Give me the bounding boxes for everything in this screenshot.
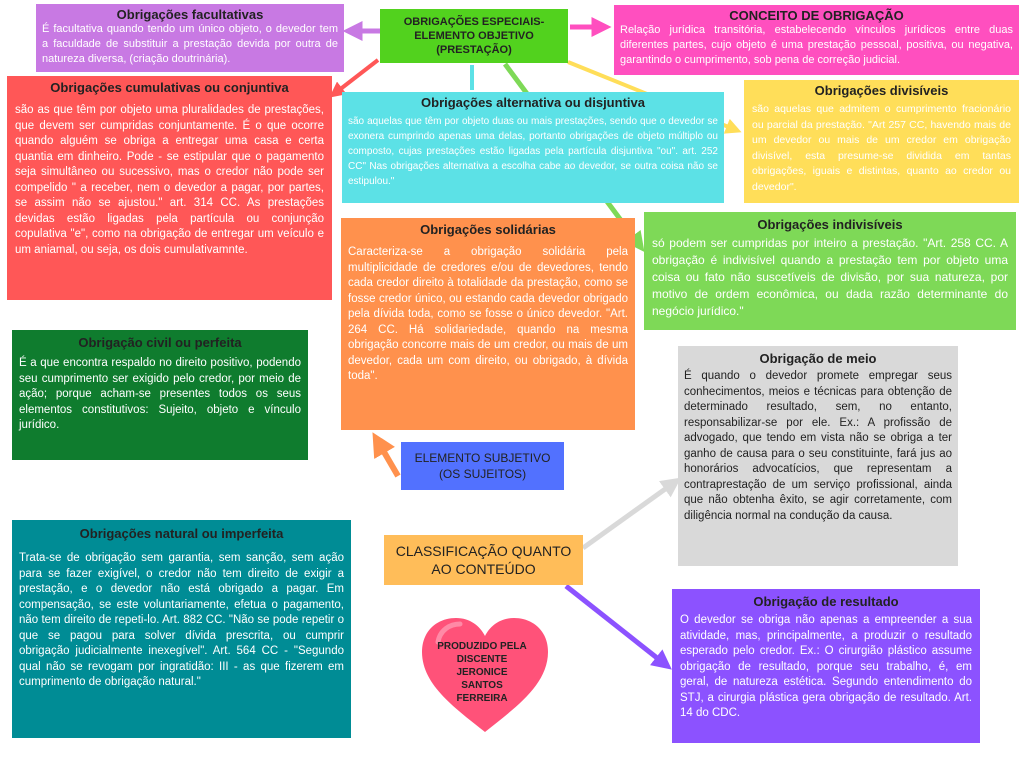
node-civil-text: É a que encontra respaldo no direito pos… <box>19 357 301 431</box>
node-elemento-subjetivo-title: ELEMENTO SUBJETIVO (OS SUJEITOS) <box>414 451 551 481</box>
arrow-to-resultado <box>564 584 672 670</box>
node-resultado-text: O devedor se obriga não apenas a empreen… <box>680 614 972 719</box>
node-divisiveis-title: Obrigações divisíveis <box>814 83 949 98</box>
node-obrigacoes-especiais: OBRIGAÇÕES ESPECIAIS- ELEMENTO OBJETIVO … <box>380 9 568 63</box>
node-conceito-text: Relação jurídica transitória, estabelece… <box>620 24 1013 66</box>
node-indivisiveis-title: Obrigações indivisíveis <box>757 217 903 232</box>
node-divisiveis-text: são aquelas que admitem o cumprimento fr… <box>752 103 1011 193</box>
node-meio: Obrigação de meio É quando o devedor pro… <box>678 346 958 566</box>
node-divisiveis: Obrigações divisíveis são aquelas que ad… <box>744 80 1019 203</box>
node-obrigacoes-especiais-title: OBRIGAÇÕES ESPECIAIS- ELEMENTO OBJETIVO … <box>403 16 545 56</box>
node-meio-text: É quando o devedor promete empregar seus… <box>684 370 952 522</box>
node-solidarias-text: Caracteriza-se a obrigação solidária pel… <box>348 246 628 382</box>
node-alternativa-text: são aquelas que têm por objeto duas ou m… <box>348 116 718 187</box>
node-natural-text: Trata-se de obrigação sem garantia, sem … <box>19 552 344 688</box>
arrow-to-meio <box>581 477 682 551</box>
node-natural: Obrigações natural ou imperfeita Trata-s… <box>12 520 351 738</box>
node-indivisiveis-text: só podem ser cumpridas por inteiro a pre… <box>652 236 1008 318</box>
node-civil-title: Obrigação civil ou perfeita <box>78 335 242 350</box>
node-resultado: Obrigação de resultado O devedor se obri… <box>672 589 980 743</box>
node-conceito-title: CONCEITO DE OBRIGAÇÃO <box>729 8 904 23</box>
node-classificacao-title: CLASSIFICAÇÃO QUANTO AO CONTEÚDO <box>395 543 572 577</box>
arrow-to-solidarias <box>372 432 401 478</box>
node-indivisiveis: Obrigações indivisíveis só podem ser cum… <box>644 212 1016 330</box>
heart-credit-text: PRODUZIDO PELA DISCENTE JERONICE SANTOS … <box>437 641 527 704</box>
arrow-to-cumulativas <box>329 58 380 98</box>
node-facultativas-text: É facultativa quando tendo um único obje… <box>42 23 338 65</box>
node-facultativas-title: Obrigações facultativas <box>116 7 264 22</box>
node-alternativa: Obrigações alternativa ou disjuntiva são… <box>342 92 724 203</box>
heart-icon <box>422 618 548 732</box>
node-resultado-title: Obrigação de resultado <box>753 594 899 609</box>
node-elemento-subjetivo: ELEMENTO SUBJETIVO (OS SUJEITOS) <box>401 442 564 490</box>
node-conceito: CONCEITO DE OBRIGAÇÃO Relação jurídica t… <box>614 5 1019 75</box>
node-facultativas: Obrigações facultativas É facultativa qu… <box>36 4 344 72</box>
node-cumulativas: Obrigações cumulativas ou conjuntiva são… <box>7 76 332 300</box>
node-classificacao: CLASSIFICAÇÃO QUANTO AO CONTEÚDO <box>384 535 583 585</box>
node-natural-title: Obrigações natural ou imperfeita <box>79 526 284 541</box>
node-civil: Obrigação civil ou perfeita É a que enco… <box>12 330 308 460</box>
node-meio-title: Obrigação de meio <box>759 351 877 366</box>
node-cumulativas-title: Obrigações cumulativas ou conjuntiva <box>50 80 289 95</box>
node-alternativa-title: Obrigações alternativa ou disjuntiva <box>421 95 645 110</box>
node-solidarias-title: Obrigações solidárias <box>420 222 556 237</box>
node-solidarias: Obrigações solidárias Caracteriza-se a o… <box>341 218 635 430</box>
node-cumulativas-text: são as que têm por objeto uma pluralidad… <box>15 104 324 256</box>
